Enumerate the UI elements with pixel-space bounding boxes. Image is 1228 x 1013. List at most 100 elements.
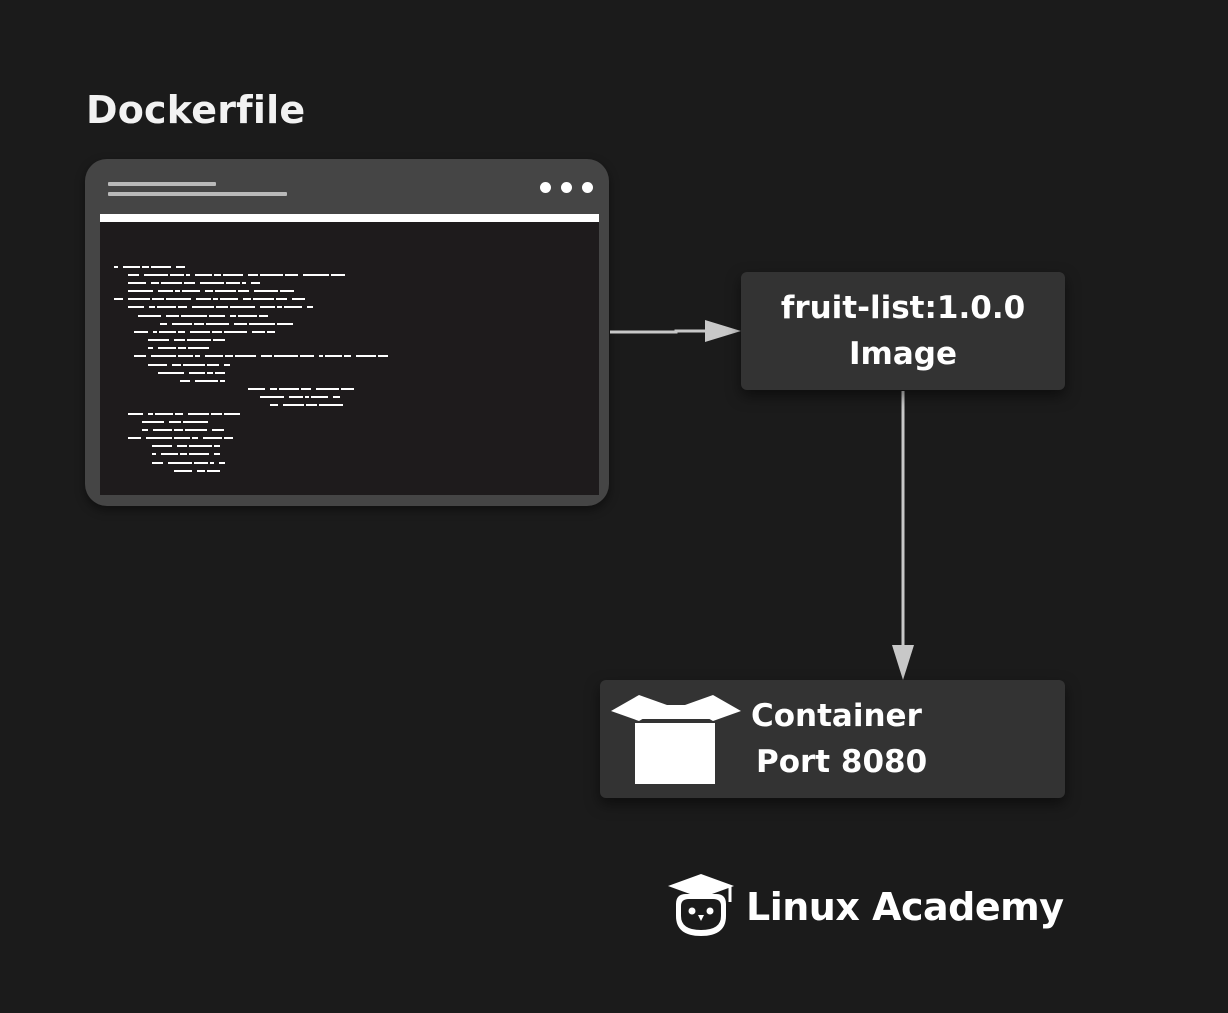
code-line-segment: [197, 470, 205, 472]
code-line-segment: [166, 315, 179, 317]
arrow-image-to-container: [892, 391, 914, 680]
code-line-segment: [152, 462, 163, 464]
code-line-segment: [183, 421, 208, 423]
code-line-segment: [155, 413, 173, 415]
code-line-segment: [254, 290, 278, 292]
code-line-segment: [174, 339, 185, 341]
code-line-segment: [196, 298, 211, 300]
code-line-segment: [181, 315, 207, 317]
code-line-segment: [128, 298, 150, 300]
code-line-segment: [209, 315, 225, 317]
code-line-segment: [226, 282, 240, 284]
code-line-segment: [146, 437, 172, 439]
code-line-segment: [206, 323, 229, 325]
code-line-segment: [214, 453, 220, 455]
code-line-segment: [170, 274, 184, 276]
code-line-segment: [333, 396, 340, 398]
code-line-segment: [214, 445, 220, 447]
code-line-segment: [215, 290, 236, 292]
code-line-segment: [187, 339, 211, 341]
code-line-segment: [189, 453, 209, 455]
code-line-segment: [148, 413, 153, 415]
code-line-segment: [148, 347, 153, 349]
code-line-segment: [169, 421, 181, 423]
code-line-segment: [356, 355, 376, 357]
code-line-segment: [128, 274, 139, 276]
code-line-segment: [128, 282, 146, 284]
code-line-segment: [259, 315, 268, 317]
code-line-segment: [211, 413, 222, 415]
window-subtitle-line: [108, 192, 287, 196]
code-line-segment: [134, 331, 148, 333]
owl-graduation-cap-icon: [668, 874, 734, 936]
code-line-segment: [251, 282, 260, 284]
code-line-segment: [186, 274, 190, 276]
code-line-segment: [195, 274, 212, 276]
code-line-segment: [205, 355, 223, 357]
editor-toolbar-bar: [100, 214, 599, 222]
code-line-segment: [153, 429, 172, 431]
code-line-segment: [207, 364, 219, 366]
code-line-segment: [158, 290, 173, 292]
code-line-segment: [142, 266, 149, 268]
code-line-segment: [128, 306, 144, 308]
code-line-segment: [189, 372, 205, 374]
code-line-segment: [152, 453, 156, 455]
code-line-segment: [311, 396, 328, 398]
code-line-segment: [260, 306, 275, 308]
code-line-segment: [194, 323, 204, 325]
code-line-segment: [306, 404, 317, 406]
code-line-segment: [151, 282, 159, 284]
code-line-segment: [224, 413, 240, 415]
code-line-segment: [174, 429, 183, 431]
dockerfile-title: Dockerfile: [86, 88, 306, 132]
code-line-segment: [180, 380, 190, 382]
code-line-segment: [172, 323, 192, 325]
code-line-segment: [149, 306, 155, 308]
code-line-segment: [253, 298, 274, 300]
code-line-segment: [212, 331, 222, 333]
code-line-segment: [205, 290, 213, 292]
code-line-segment: [220, 298, 238, 300]
code-line-segment: [283, 404, 304, 406]
code-line-segment: [325, 355, 342, 357]
code-line-segment: [260, 274, 283, 276]
code-line-segment: [192, 437, 198, 439]
code-line-segment: [114, 266, 118, 268]
code-line-segment: [157, 306, 176, 308]
code-line-segment: [316, 388, 339, 390]
code-line-segment: [213, 339, 225, 341]
code-line-segment: [319, 404, 343, 406]
code-line-segment: [184, 282, 195, 284]
code-line-segment: [292, 298, 305, 300]
code-line-segment: [230, 315, 236, 317]
code-line-segment: [344, 355, 351, 357]
code-line-segment: [185, 429, 207, 431]
code-line-segment: [243, 298, 251, 300]
code-line-segment: [277, 323, 293, 325]
code-line-segment: [142, 429, 148, 431]
code-line-segment: [305, 396, 309, 398]
image-node: fruit-list:1.0.0 Image: [741, 272, 1065, 390]
code-line-segment: [242, 282, 246, 284]
code-line-segment: [153, 331, 157, 333]
open-box-icon: [611, 695, 741, 784]
code-line-segment: [189, 445, 212, 447]
code-line-segment: [267, 331, 275, 333]
code-line-segment: [203, 437, 222, 439]
code-line-segment: [225, 355, 233, 357]
code-line-segment: [270, 388, 277, 390]
code-line-segment: [249, 323, 275, 325]
code-line-segment: [319, 355, 323, 357]
code-line-segment: [178, 331, 185, 333]
code-line-segment: [195, 355, 200, 357]
arrow-dockerfile-to-image: [610, 320, 741, 342]
code-line-segment: [213, 298, 218, 300]
code-line-segment: [280, 290, 294, 292]
code-line-segment: [277, 306, 282, 308]
code-line-segment: [161, 453, 178, 455]
code-line-segment: [260, 396, 284, 398]
code-line-segment: [166, 298, 191, 300]
code-line-segment: [138, 315, 161, 317]
code-line-segment: [215, 372, 225, 374]
